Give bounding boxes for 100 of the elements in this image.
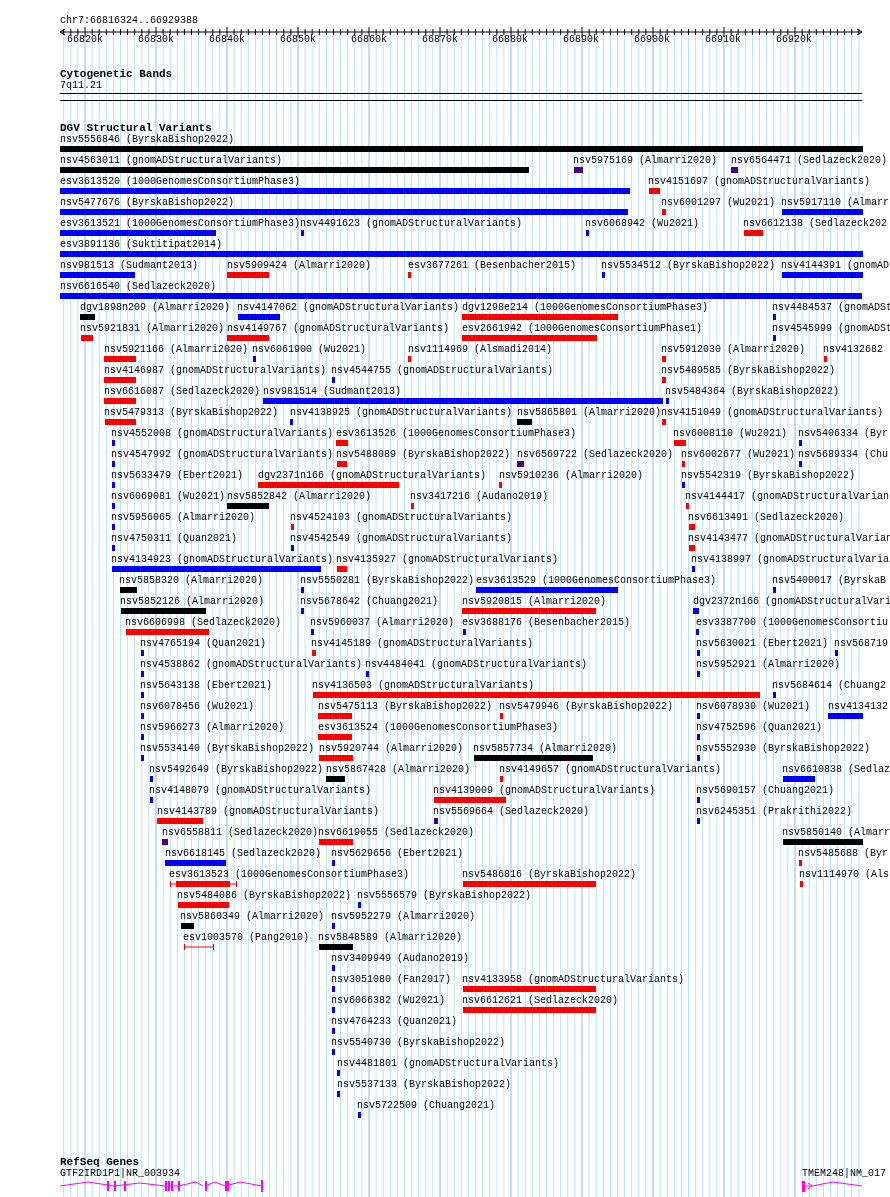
variant-label: nsv5966273 (Almarri2020) xyxy=(140,722,285,734)
variant-label: nsv5850140 (Almarr xyxy=(782,827,890,839)
variant-label: nsv4750311 (Quan2021) xyxy=(111,533,238,545)
gene-label: GTF2IRD1P1|NR_003934 xyxy=(60,1168,181,1180)
variant-label: esv3677261 (Besenbacher2015) xyxy=(408,260,577,272)
variant-label: nsv4524103 (gnomADStructuralVariants) xyxy=(290,512,513,524)
variant-label: nsv6618145 (Sedlazeck2020) xyxy=(165,848,322,860)
variant-label: nsv5484364 (ByrskaBishop2022) xyxy=(665,386,840,398)
variant-label: nsv5488089 (ByrskaBishop2022) xyxy=(336,449,511,461)
variant-label: nsv3051080 (Fan2017) xyxy=(331,974,452,986)
variant-label: nsv5684614 (Chuang2 xyxy=(772,680,887,692)
variant-label: nsv4547992 (gnomADStructuralVariants) xyxy=(111,449,334,461)
variant-label: nsv5550281 (ByrskaBishop2022) xyxy=(300,575,475,587)
variant-label: nsv1114970 (Als xyxy=(799,869,889,881)
variant-label: nsv4764233 (Quan2021) xyxy=(331,1016,458,1028)
variant-label: nsv4542549 (gnomADStructuralVariants) xyxy=(290,533,513,545)
tick-label: 66880k xyxy=(492,34,528,46)
variant-label: nsv6245351 (Prakrithi2022) xyxy=(696,806,853,818)
variant-label: nsv5556846 (ByrskaBishop2022) xyxy=(60,134,235,146)
variant-label: nsv5477676 (ByrskaBishop2022) xyxy=(60,197,235,209)
variant-label: nsv4147062 (gnomADStructuralVariants) xyxy=(237,302,460,314)
variant-label: nsv6001297 (Wu2021) xyxy=(661,197,776,209)
variant-label: nsv4133958 (gnomADStructuralVariants) xyxy=(462,974,685,986)
variant-label: nsv5920744 (Almarri2020) xyxy=(319,743,464,755)
variant-label: nsv3409949 (Audano2019) xyxy=(331,953,470,965)
tick-label: 66870k xyxy=(422,34,458,46)
variant-label: nsv5484086 (ByrskaBishop2022) xyxy=(177,890,352,902)
variant-label: nsv5975169 (Almarri2020) xyxy=(573,155,718,167)
variant-label: nsv4138997 (gnomADStructuralVaria xyxy=(691,554,890,566)
tick-label: 66820k xyxy=(67,34,103,46)
variant-label: nsv5537133 (ByrskaBishop2022) xyxy=(337,1079,512,1091)
band-label: 7q11.21 xyxy=(60,80,102,92)
variant-label: nsv6558811 (Sedlazeck2020) xyxy=(162,827,319,839)
variant-label: nsv6612621 (Sedlazeck2020) xyxy=(462,995,619,1007)
variant-label: nsv6069081 (Wu2021) xyxy=(111,491,226,503)
variant-label: nsv5852126 (Almarri2020) xyxy=(120,596,265,608)
variant-label: nsv4752596 (Quan2021) xyxy=(696,722,823,734)
variant-label: nsv4132682 xyxy=(823,344,883,356)
variant-label: esv3387700 (1000GenomesConsortiu xyxy=(696,617,889,629)
variant-label: esv3613524 (1000GenomesConsortiumPhase3) xyxy=(318,722,559,734)
variant-label: nsv5629656 (Ebert2021) xyxy=(331,848,464,860)
variant-label: nsv5552930 (ByrskaBishop2022) xyxy=(696,743,871,755)
variant-label: nsv5956065 (Almarri2020) xyxy=(111,512,256,524)
variant-label: nsv5542319 (ByrskaBishop2022) xyxy=(681,470,856,482)
variant-label: nsv4149657 (gnomADStructuralVariants) xyxy=(499,764,722,776)
variant-label: nsv6061900 (Wu2021) xyxy=(252,344,367,356)
variant-label: nsv5860349 (Almarri2020) xyxy=(180,911,325,923)
variant-label: nsv4144417 (gnomADStructuralVarian xyxy=(685,491,890,503)
variant-label: nsv1114969 (Alsmadi2014) xyxy=(408,344,553,356)
variant-label: esv1003570 (Pang2010) xyxy=(183,932,310,944)
variant-label: nsv5690157 (Chuang2021) xyxy=(696,785,835,797)
variant-label: nsv5722509 (Chuang2021) xyxy=(357,1100,496,1112)
track-title: DGV Structural Variants xyxy=(60,122,212,134)
variant-label: nsv6610838 (Sedlaz xyxy=(782,764,890,776)
variant-label: nsv5643138 (Ebert2021) xyxy=(140,680,273,692)
variant-label: nsv4491623 (gnomADStructuralVariants) xyxy=(300,218,523,230)
variant-label: nsv981513 (Sudmant2013) xyxy=(60,260,199,272)
variant-label: nsv5921831 (Almarri2020) xyxy=(80,323,225,335)
variant-label: dgv2371n166 (gnomADStructuralVariants) xyxy=(258,470,487,482)
variant-label: esv3613523 (1000GenomesConsortiumPhase3) xyxy=(169,869,410,881)
variant-label: nsv6619055 (Sedlazeck2020) xyxy=(318,827,475,839)
variant-label: esv3613521 (1000GenomesConsortiumPhase3) xyxy=(60,218,301,230)
variant-label: nsv4151049 (gnomADStructuralVariants) xyxy=(661,407,884,419)
variant-label: nsv6613491 (Sedlazeck2020) xyxy=(688,512,845,524)
variant-label: nsv6616087 (Sedlazeck2020) xyxy=(104,386,261,398)
variant-label: nsv5475113 (ByrskaBishop2022) xyxy=(318,701,493,713)
variant-label: nsv5400017 (ByrskaB xyxy=(772,575,887,587)
variant-label: nsv5952279 (Almarri2020) xyxy=(331,911,476,923)
variant-label: nsv6002677 (Wu2021) xyxy=(681,449,796,461)
variant-label: dgv1298e214 (1000GenomesConsortiumPhase3) xyxy=(462,302,709,314)
variant-label: esv3613526 (1000GenomesConsortiumPhase3) xyxy=(336,428,577,440)
variant-label: nsv6066382 (Wu2021) xyxy=(331,995,446,1007)
variant-label: nsv6569722 (Sedlazeck2020) xyxy=(517,449,674,461)
variant-label: esv3613520 (1000GenomesConsortiumPhase3) xyxy=(60,176,301,188)
variant-label: nsv5917110 (Almarr xyxy=(781,197,890,209)
variant-label: esv3688176 (Besenbacher2015) xyxy=(462,617,631,629)
variant-label: nsv981514 (Sudmant2013) xyxy=(263,386,402,398)
variant-label: nsv5678642 (Chuang2021) xyxy=(300,596,439,608)
variant-label: nsv5909424 (Almarri2020) xyxy=(227,260,372,272)
tick-label: 66830k xyxy=(138,34,174,46)
variant-label: nsv5867428 (Almarri2020) xyxy=(326,764,471,776)
coordinate-label: chr7:66816324..66929388 xyxy=(60,15,199,27)
variant-label: nsv5479313 (ByrskaBishop2022) xyxy=(104,407,279,419)
variant-label: dgv1898n209 (Almarri2020) xyxy=(80,302,231,314)
variant-label: nsv4143789 (gnomADStructuralVariants) xyxy=(157,806,380,818)
variant-label: nsv5406334 (Byr xyxy=(798,428,888,440)
variant-label: nsv5952921 (Almarri2020) xyxy=(696,659,841,671)
variant-label: dgv2372n166 (gnomADStructuralVari xyxy=(693,596,890,608)
variant-label: nsv5630021 (Ebert2021) xyxy=(696,638,829,650)
variant-label: nsv4481801 (gnomADStructuralVariants) xyxy=(337,1058,560,1070)
variant-label: nsv5486816 (ByrskaBishop2022) xyxy=(462,869,637,881)
variant-label: nsv4138925 (gnomADStructuralVariants) xyxy=(290,407,513,419)
variant-label: nsv568719 xyxy=(834,638,888,650)
variant-label: nsv6078456 (Wu2021) xyxy=(140,701,255,713)
tick-label: 66910k xyxy=(705,34,741,46)
variant-label: nsv4135927 (gnomADStructuralVariants) xyxy=(336,554,559,566)
track-title: Cytogenetic Bands xyxy=(60,68,173,80)
variant-label: nsv4148079 (gnomADStructuralVariants) xyxy=(149,785,372,797)
variant-label: nsv5960037 (Almarri2020) xyxy=(310,617,455,629)
variant-label: nsv4146987 (gnomADStructuralVariants) xyxy=(104,365,327,377)
